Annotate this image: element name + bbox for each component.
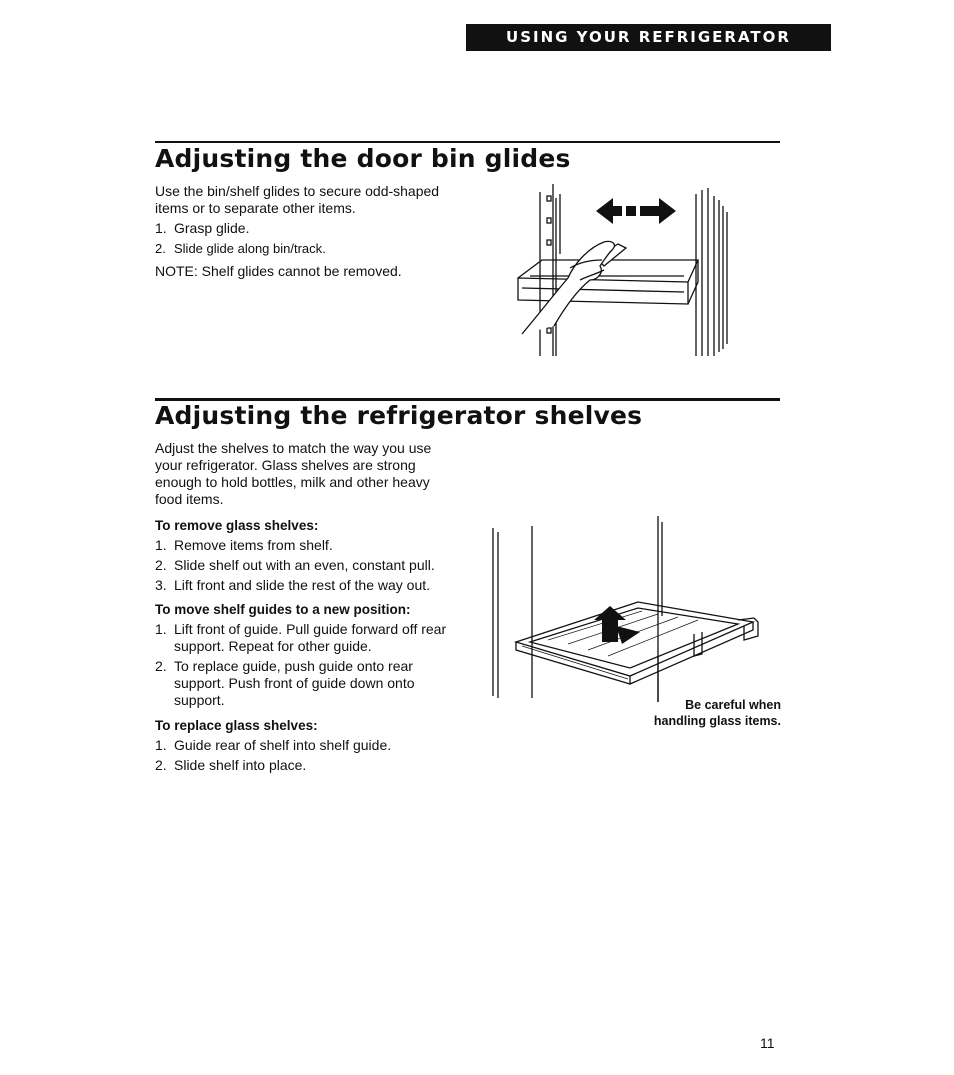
step-number: 2. xyxy=(155,658,167,674)
step-number: 1. xyxy=(155,537,167,553)
step-text: Slide shelf into place. xyxy=(174,757,307,773)
step-text: Remove items from shelf. xyxy=(174,537,333,553)
remove-shelves-steps: 1. Remove items from shelf. 2. Slide she… xyxy=(155,537,460,594)
section-title-door-bin-glides: Adjusting the door bin glides xyxy=(155,144,571,173)
step-text: Grasp glide. xyxy=(174,220,250,236)
step-number: 2. xyxy=(155,241,166,256)
list-item: 2. To replace guide, push guide onto rea… xyxy=(155,658,459,709)
step-number: 2. xyxy=(155,757,167,773)
door-bin-instructions: Use the bin/shelf glides to secure odd-s… xyxy=(155,183,445,280)
shelf-instructions: Adjust the shelves to match the way you … xyxy=(155,440,460,774)
list-item: 1. Remove items from shelf. xyxy=(155,537,460,554)
step-text: Lift front and slide the rest of the way… xyxy=(174,577,431,593)
replace-shelves-heading: To replace glass shelves: xyxy=(155,718,318,733)
section-banner: USING YOUR REFRIGERATOR xyxy=(466,24,831,51)
step-number: 1. xyxy=(155,621,167,637)
intro-paragraph: Adjust the shelves to match the way you … xyxy=(155,440,432,507)
list-item: 3. Lift front and slide the rest of the … xyxy=(155,577,460,594)
step-number: 1. xyxy=(155,737,167,753)
note-paragraph: NOTE: Shelf glides cannot be removed. xyxy=(155,263,445,280)
glass-shelf-illustration xyxy=(492,516,759,702)
step-number: 1. xyxy=(155,220,167,236)
door-bin-steps: 1. Grasp glide. 2. Slide glide along bin… xyxy=(155,220,445,257)
step-number: 3. xyxy=(155,577,167,593)
move-guides-heading: To move shelf guides to a new position: xyxy=(155,602,411,617)
step-text: To replace guide, push guide onto rear s… xyxy=(174,658,415,708)
step-text: Slide shelf out with an even, constant p… xyxy=(174,557,435,573)
note-text: Shelf glides cannot be removed. xyxy=(197,263,402,279)
step-text: Guide rear of shelf into shelf guide. xyxy=(174,737,392,753)
step-number: 2. xyxy=(155,557,167,573)
section-divider xyxy=(155,141,780,143)
list-item: 1. Grasp glide. xyxy=(155,220,445,237)
section-title-refrigerator-shelves: Adjusting the refrigerator shelves xyxy=(155,401,643,430)
note-label: NOTE: xyxy=(155,263,198,279)
glass-caution-caption: Be careful when handling glass items. xyxy=(653,698,781,728)
remove-shelves-heading: To remove glass shelves: xyxy=(155,518,319,533)
list-item: 2. Slide glide along bin/track. xyxy=(155,240,445,257)
step-text: Slide glide along bin/track. xyxy=(174,241,326,256)
move-guides-steps: 1. Lift front of guide. Pull guide forwa… xyxy=(155,621,460,709)
replace-shelves-steps: 1. Guide rear of shelf into shelf guide.… xyxy=(155,737,460,774)
list-item: 2. Slide shelf into place. xyxy=(155,757,460,774)
list-item: 2. Slide shelf out with an even, constan… xyxy=(155,557,444,574)
intro-paragraph: Use the bin/shelf glides to secure odd-s… xyxy=(155,183,440,216)
page-number: 11 xyxy=(760,1035,775,1051)
list-item: 1. Guide rear of shelf into shelf guide. xyxy=(155,737,460,754)
section-divider xyxy=(155,398,780,401)
door-bin-illustration xyxy=(517,184,728,356)
list-item: 1. Lift front of guide. Pull guide forwa… xyxy=(155,621,459,655)
step-text: Lift front of guide. Pull guide forward … xyxy=(174,621,447,654)
